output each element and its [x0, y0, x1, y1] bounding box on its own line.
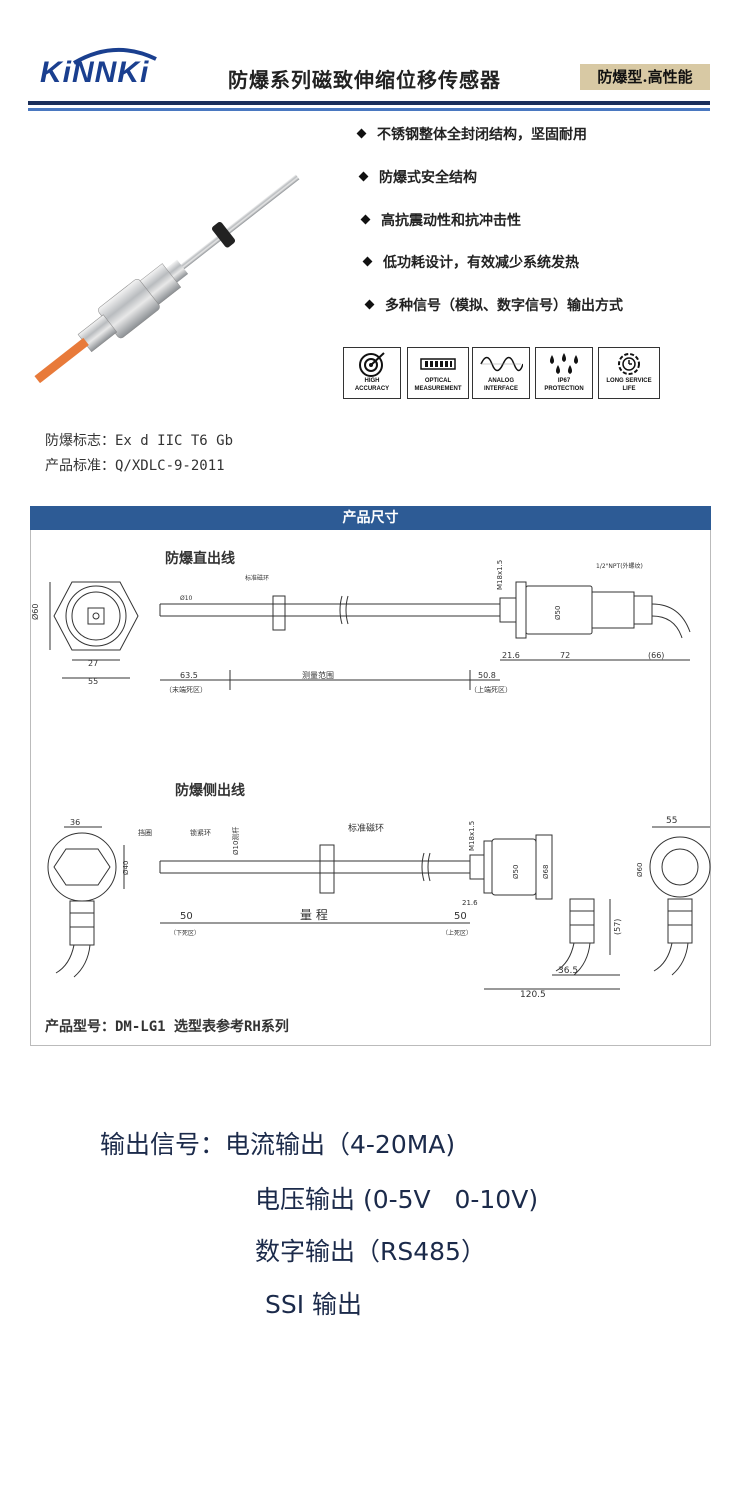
dim-label: （下死区） — [170, 930, 200, 937]
badge-label: OPTICAL — [424, 378, 452, 384]
dim-label: Ø10测杆 — [231, 827, 240, 855]
dim-label: Ø68 — [542, 865, 550, 879]
dim-label: M18x1.5 — [496, 560, 504, 590]
clock-gear-icon — [618, 353, 640, 375]
dim-label: 21.6 — [502, 651, 520, 660]
header-divider-dark — [28, 101, 710, 105]
feature-badge: OPTICAL MEASUREMENT — [407, 347, 469, 399]
dim-label: 120.5 — [520, 990, 546, 1000]
dim-label: Ø60 — [30, 604, 40, 620]
dim-label: Ø60 — [636, 863, 644, 877]
dim-label: 标准磁环 — [245, 574, 269, 582]
feature-badge: LONG SERVICE LIFE — [598, 347, 660, 399]
side-drawing: 36 Ø40 挡圈 锁紧环 Ø10测杆 标准磁环 M18x1.5 Ø50 Ø68… — [47, 816, 711, 1000]
drops-icon — [550, 353, 578, 374]
wave-icon — [480, 356, 523, 372]
straight-drawing: Ø60 27 55 Ø10 标准磁环 63.5 测量范围 50.8 （末端死区）… — [30, 560, 691, 694]
dim-label: 量 程 — [300, 907, 328, 922]
bullet-icon — [362, 256, 373, 266]
feature-item: 防爆式安全结构 — [358, 167, 477, 187]
feature-item: 不锈钢整体全封闭结构，坚固耐用 — [356, 124, 587, 144]
dim-label: M18x1.5 — [468, 821, 476, 851]
dim-label: 1/2"NPT(外螺纹) — [596, 562, 643, 570]
ex-mark: 防爆标志：Ex d IIC T6 Gb — [45, 433, 234, 449]
dim-label: Ø50 — [512, 865, 520, 879]
dim-label: 36 — [70, 818, 80, 827]
optical-icon — [420, 358, 456, 370]
output-line: SSI 输出 — [265, 1290, 363, 1319]
feature-badge: IP67 PROTECTION — [535, 347, 593, 399]
product-model: 产品型号：DM-LG1 选型表参考RH系列 — [45, 1019, 289, 1035]
product-photo — [34, 174, 300, 384]
bullet-icon — [356, 128, 367, 138]
page-title: 防爆系列磁致伸缩位移传感器 — [228, 68, 501, 92]
brand-logo: KiNNKi — [40, 56, 150, 89]
dim-label: （上端死区） — [470, 685, 512, 694]
header-divider-light — [28, 108, 710, 111]
bullet-icon — [364, 299, 375, 309]
dim-label: 72 — [560, 651, 570, 660]
badge-label: ACCURACY — [354, 386, 390, 392]
dim-label: 55 — [666, 816, 677, 826]
dim-label: 挡圈 — [138, 828, 152, 837]
dim-label: 50 — [180, 911, 193, 922]
dim-label: 27 — [88, 659, 98, 668]
dim-label: Ø50 — [554, 606, 562, 620]
feature-badge: ANALOG INTERFACE — [472, 347, 530, 399]
feature-item: 高抗震动性和抗冲击性 — [360, 210, 521, 230]
badge-label: PROTECTION — [544, 386, 584, 392]
dim-label: 63.5 — [180, 671, 198, 680]
dim-label: 50.8 — [478, 671, 496, 680]
output-line: 电压输出 (0-5V 0-10V) — [255, 1185, 539, 1214]
logo-arc-icon — [72, 48, 157, 65]
product-standard: 产品标准：Q/XDLC-9-2011 — [45, 458, 225, 474]
badge-label: LONG SERVICE — [606, 378, 652, 384]
dim-label: （末端死区） — [165, 685, 207, 694]
dim-label: 55 — [88, 677, 98, 686]
dimensions-header: 产品尺寸 — [30, 506, 711, 530]
feature-item: 多种信号（模拟、数字信号）输出方式 — [364, 295, 623, 315]
badge-label: HIGH — [364, 378, 380, 384]
target-icon — [359, 352, 385, 377]
badge-label: ANALOG — [488, 378, 514, 384]
dim-label: (57) — [613, 919, 622, 935]
dim-label: 50 — [454, 911, 467, 922]
dim-label: Ø40 — [122, 861, 130, 875]
dim-label: 锁紧环 — [190, 828, 211, 837]
dim-label: （上死区） — [442, 929, 472, 937]
bullet-icon — [360, 214, 371, 224]
feature-item: 低功耗设计，有效减少系统发热 — [362, 252, 579, 272]
badge-label: INTERFACE — [483, 386, 518, 392]
dim-label: 36.5 — [558, 966, 578, 976]
dim-label: Ø10 — [180, 595, 193, 602]
badge-label: IP67 — [557, 378, 571, 384]
badge-label: LIFE — [622, 386, 636, 392]
dim-label: 21.6 — [462, 899, 478, 907]
straight-title: 防爆直出线 — [165, 551, 235, 567]
bullet-icon — [358, 171, 369, 181]
side-title: 防爆侧出线 — [175, 783, 245, 799]
dim-label: 测量范围 — [302, 670, 334, 680]
feature-badge: HIGH ACCURACY — [343, 347, 401, 399]
output-line: 数字输出（RS485） — [255, 1237, 486, 1266]
dim-label: (66) — [648, 651, 664, 660]
badge-label: MEASUREMENT — [414, 386, 462, 392]
dim-label: 标准磁环 — [348, 822, 384, 834]
output-line: 输出信号：电流输出（4-20MA) — [100, 1130, 456, 1159]
header-badge: 防爆型.高性能 — [580, 64, 710, 90]
